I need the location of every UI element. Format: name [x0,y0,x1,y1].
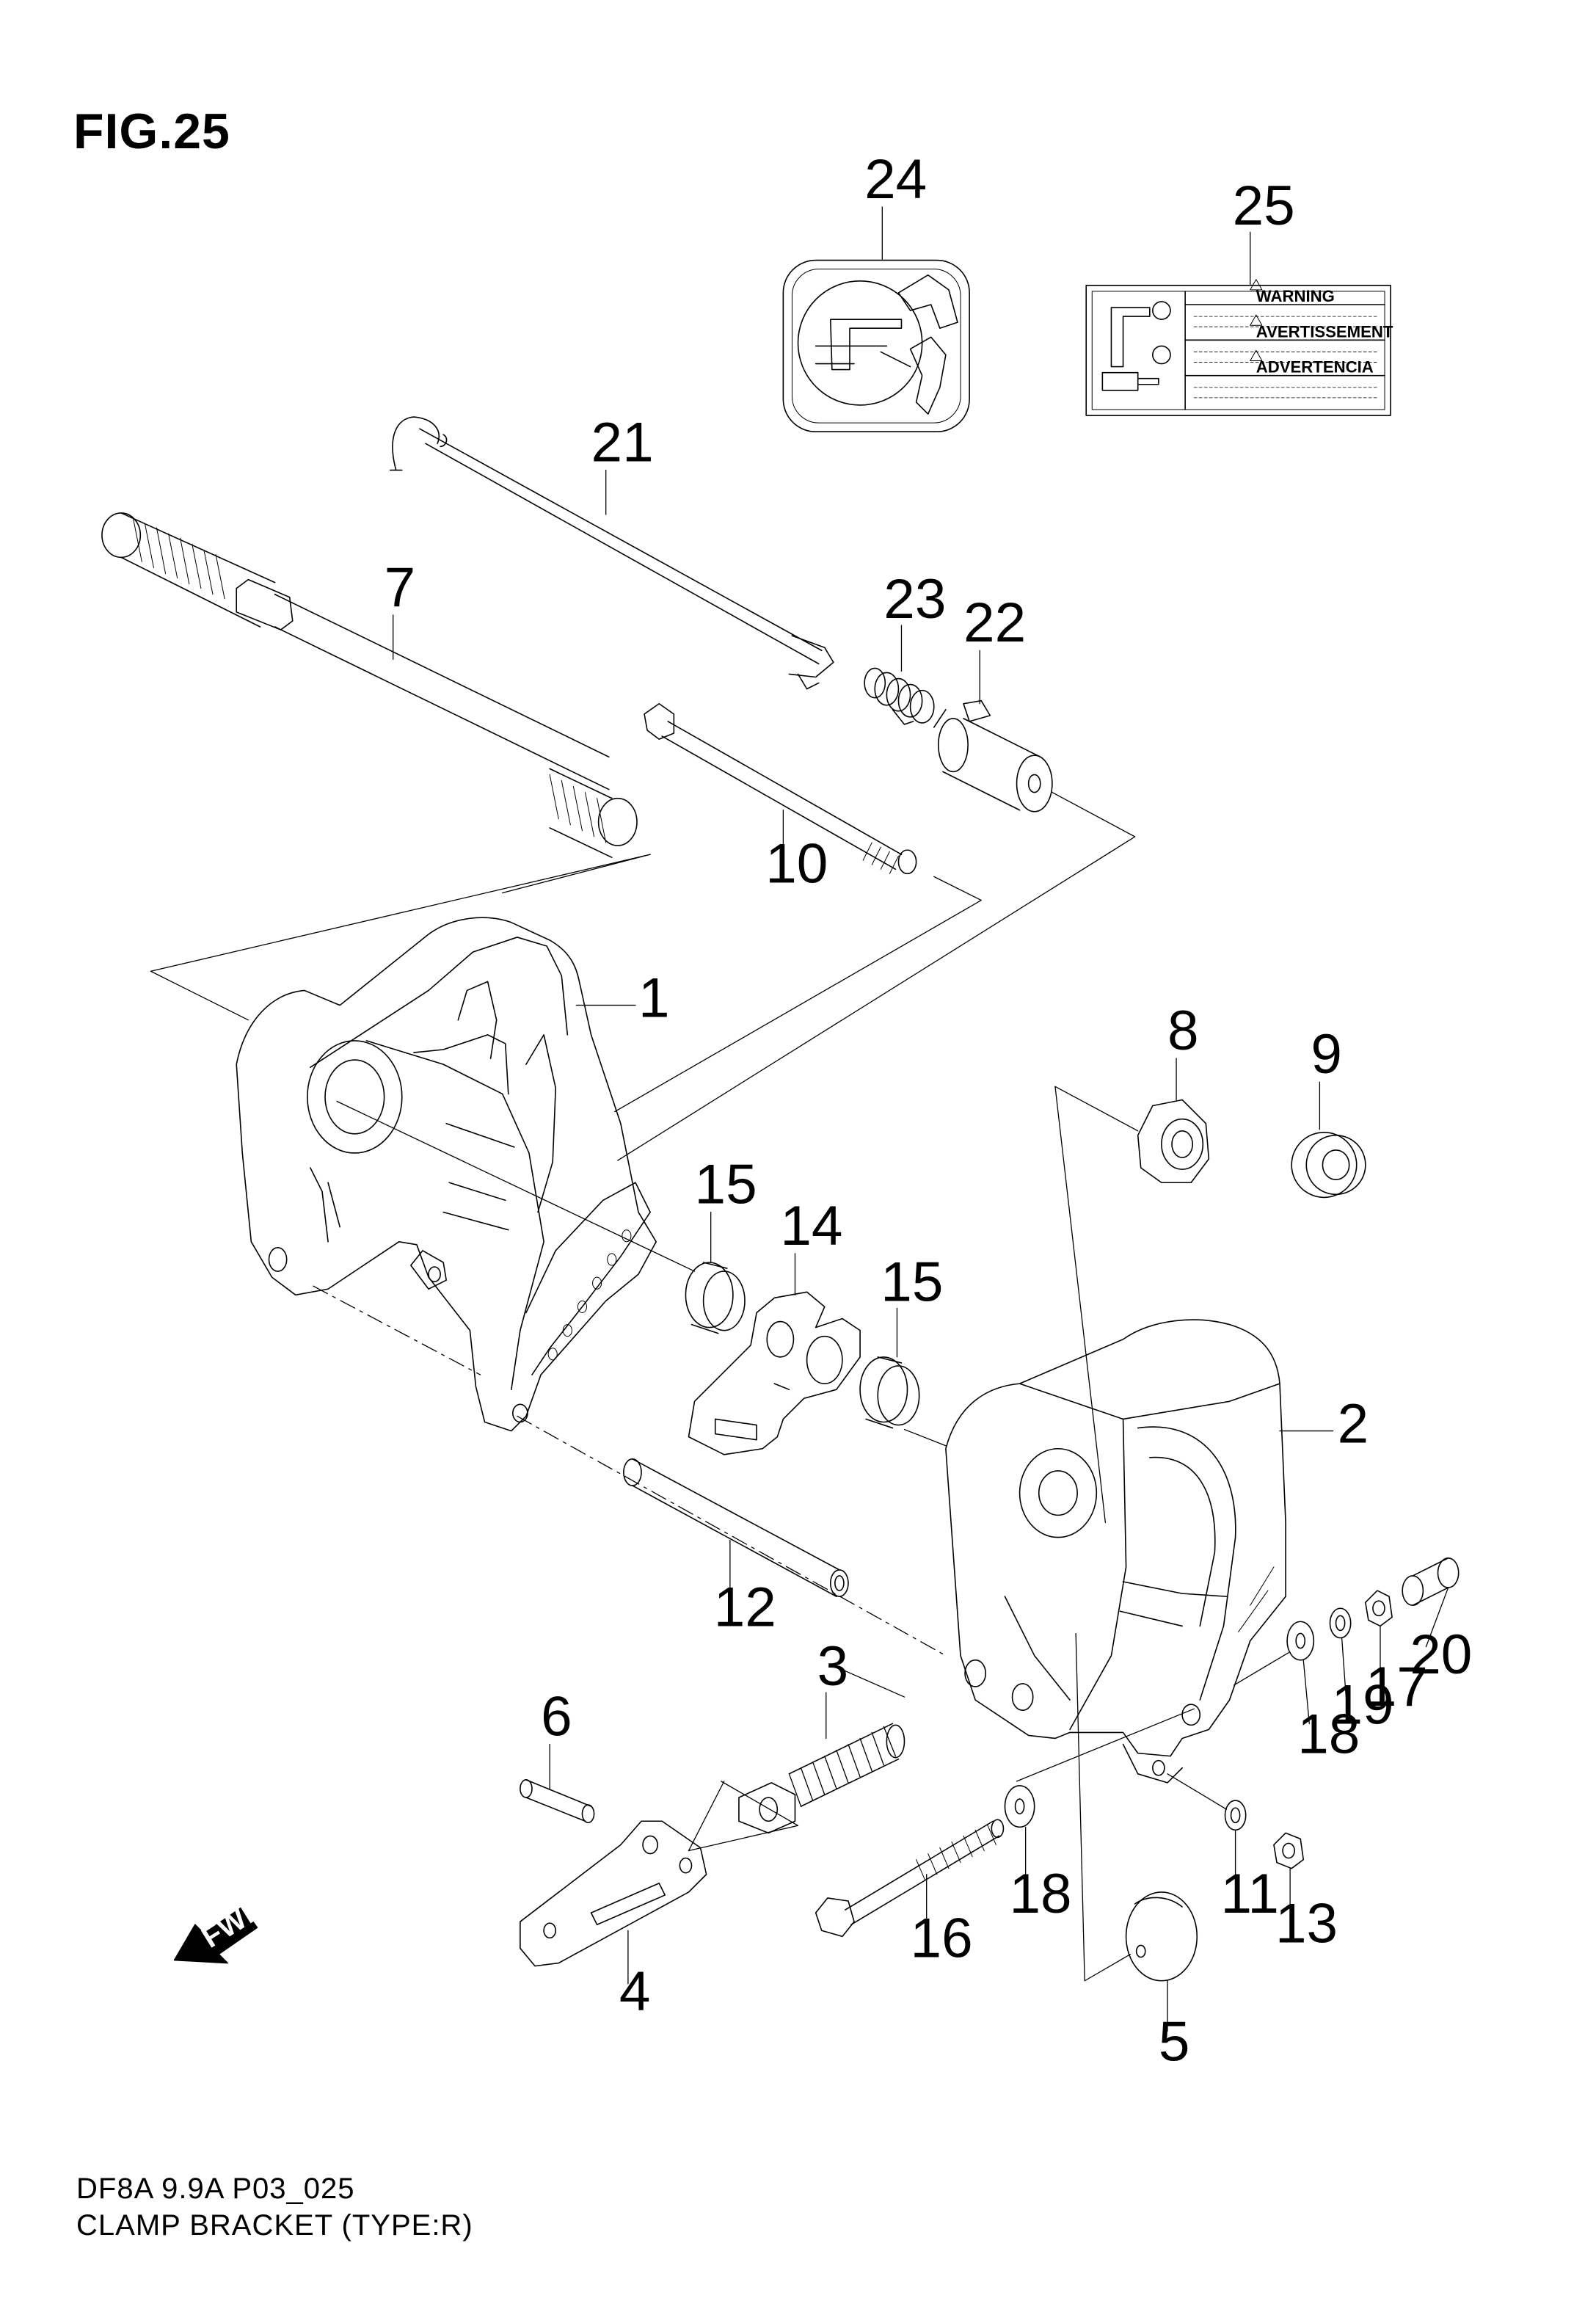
swivel-bracket-2 [946,1320,1286,1783]
figure-code: DF8A 9.9A P03_025 [76,2173,355,2205]
lock-washer-11 [1225,1800,1246,1830]
knob-22 [934,701,1052,812]
bushing-15b [860,1357,919,1428]
figure-title: FIG.25 [73,103,230,159]
washer-9 [1291,1133,1366,1198]
bushing-15a [685,1262,745,1334]
part-label-2: 2 [1338,1393,1369,1455]
part-label-18a: 18 [1297,1704,1360,1766]
part-labels: 24 25 21 7 23 22 10 1 8 9 15 14 15 2 12 … [385,148,1473,2073]
part-label-14: 14 [780,1195,842,1257]
part-label-1: 1 [638,967,670,1030]
part-label-22: 22 [963,592,1026,654]
spring-23 [864,668,934,724]
part-label-24: 24 [864,148,927,211]
part-label-10: 10 [765,832,828,895]
nut-13 [1274,1833,1303,1868]
shaft-7 [102,513,637,857]
spring-3 [739,1723,905,1833]
leader-lines [393,207,1449,2031]
pin-6 [520,1780,594,1822]
bolt-10 [644,704,917,874]
tube-12 [624,1459,848,1596]
nut-8 [1138,1099,1209,1182]
sticker-24 [783,261,969,432]
part-label-5: 5 [1159,2011,1190,2073]
warning-row-1: WARNING [1256,287,1335,305]
bolt-16 [816,1820,1004,1936]
part-label-9: 9 [1311,1023,1342,1086]
part-label-8: 8 [1167,1000,1199,1062]
plate-14 [688,1292,860,1455]
assembly-lines [150,793,1289,1981]
fwd-arrow-icon: FWD [175,1891,271,1963]
part-label-23: 23 [883,568,946,630]
washer-18b [1005,1786,1034,1827]
part-label-21: 21 [591,411,654,473]
part-label-16: 16 [911,1908,973,1970]
part-label-12: 12 [714,1576,776,1638]
warning-row-2: AVERTISSEMENT [1256,322,1393,341]
nut-17 [1366,1591,1392,1626]
lock-washer-19 [1330,1608,1351,1637]
part-label-7: 7 [385,556,416,619]
part-label-19: 19 [1332,1673,1394,1736]
clamp-bracket-1 [236,917,656,1431]
part-label-4: 4 [619,1960,651,2023]
part-label-3: 3 [817,1635,849,1698]
lever-4 [520,1821,707,1966]
part-label-15b: 15 [881,1251,943,1313]
part-label-11: 11 [1220,1863,1278,1925]
sleeve-20 [1402,1558,1459,1605]
washer-18a [1287,1621,1313,1660]
rod-21 [390,417,834,689]
part-label-13: 13 [1275,1892,1338,1955]
warning-row-3: ADVERTENCIA [1256,358,1374,377]
warning-label-25: WARNING AVERTISSEMENT ADVERTENCIA [1086,280,1393,415]
part-label-18b: 18 [1009,1863,1071,1925]
part-label-25: 25 [1233,175,1295,237]
cap-5 [1126,1892,1198,1981]
part-label-6: 6 [541,1685,572,1748]
part-label-15a: 15 [695,1153,757,1215]
part-label-17: 17 [1366,1656,1428,1718]
figure-caption: CLAMP BRACKET (TYPE:R) [76,2209,473,2242]
part-label-20: 20 [1410,1624,1472,1686]
